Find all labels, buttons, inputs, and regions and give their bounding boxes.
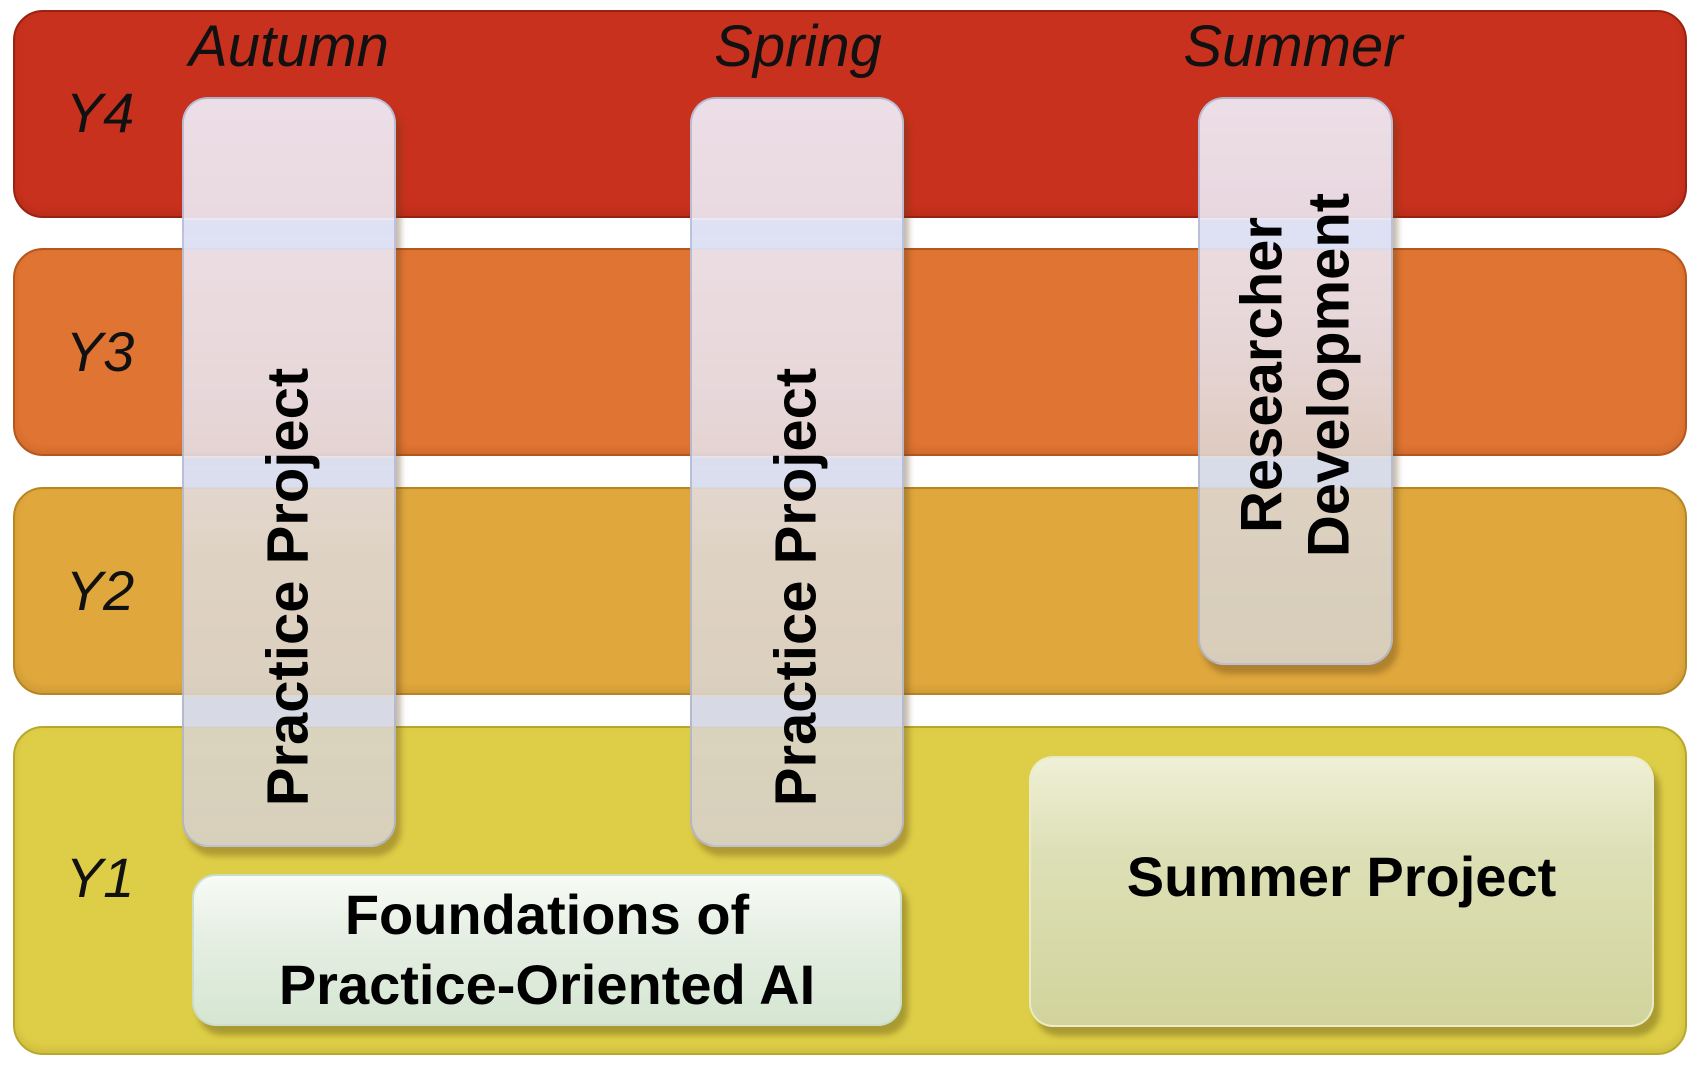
pillar-band-gap: [692, 458, 902, 488]
year-label-y1: Y1: [65, 846, 135, 909]
foundations-line1: Foundations of: [344, 883, 750, 946]
pillar-band-gap: [692, 697, 902, 727]
pillar-band-gap: [184, 458, 394, 488]
pillar-summer-researcher-development: Researcher Development: [1198, 97, 1393, 665]
pillar-label-summer-line1: Researcher: [1228, 217, 1294, 534]
pillar-band-gap: [184, 220, 394, 250]
summer-project-label: Summer Project: [1126, 845, 1557, 908]
pillar-label-summer: Researcher Development: [1229, 193, 1362, 557]
pillar-label-spring: Practice Project: [763, 367, 829, 807]
pillar-band-gap: [1200, 220, 1391, 250]
term-label-summer: Summer: [1183, 14, 1403, 79]
pillar-label-autumn: Practice Project: [255, 367, 321, 807]
pillar-label-summer-line2: Development: [1295, 192, 1361, 558]
term-label-autumn: Autumn: [189, 14, 389, 79]
year-label-y2: Y2: [65, 559, 135, 622]
foundations-line2: Practice-Oriented AI: [278, 953, 816, 1016]
box-foundations-of-practice-oriented-ai: Foundations of Practice-Oriented AI: [192, 874, 902, 1026]
pillar-band-gap: [1200, 458, 1391, 488]
pillar-band-gap: [184, 697, 394, 727]
term-label-spring: Spring: [714, 14, 882, 79]
year-label-y4: Y4: [65, 81, 135, 144]
year-label-y3: Y3: [65, 320, 135, 383]
pillar-spring-practice-project: Practice Project: [690, 97, 904, 847]
pillar-band-gap: [692, 220, 902, 250]
box-summer-project: Summer Project: [1029, 756, 1654, 1027]
pillar-autumn-practice-project: Practice Project: [182, 97, 396, 847]
